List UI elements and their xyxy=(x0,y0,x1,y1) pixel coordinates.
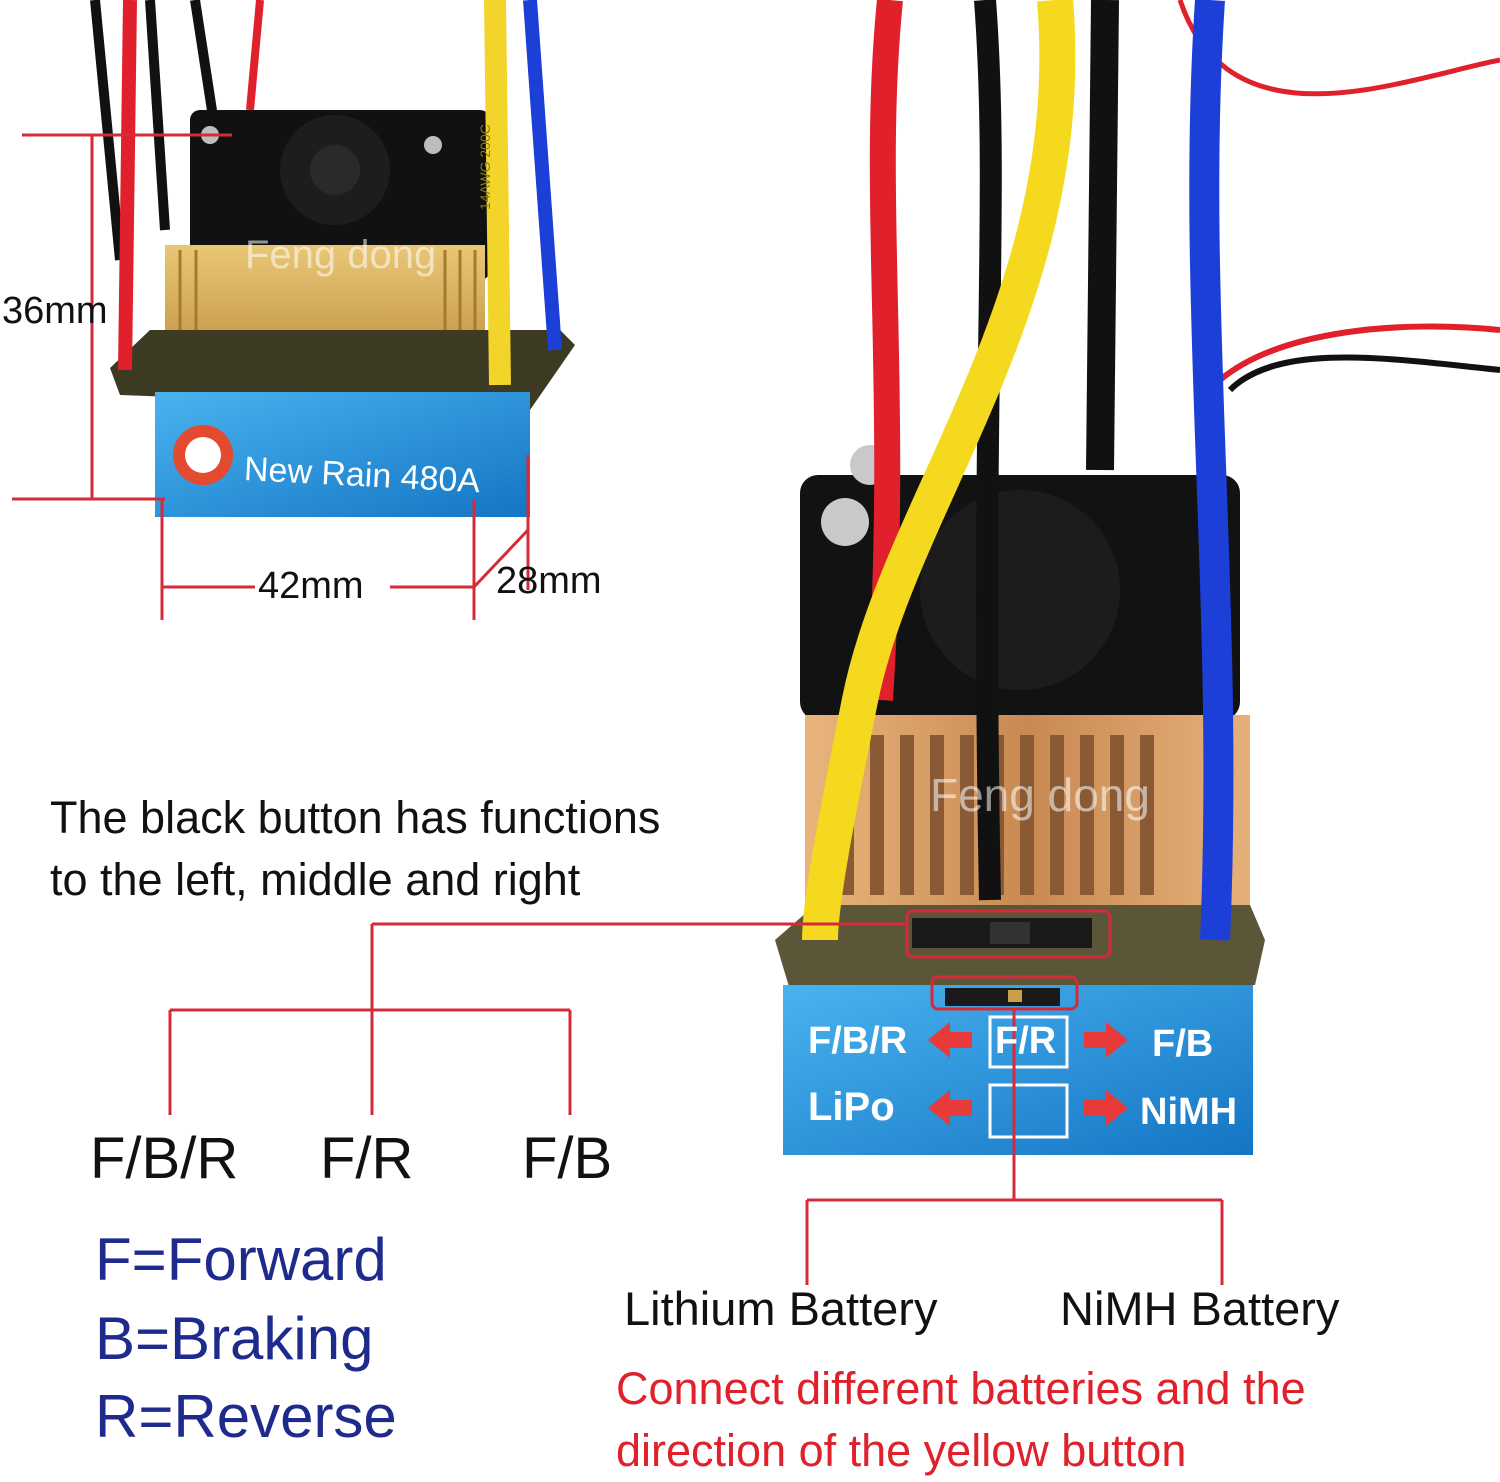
black-button-caption: The black button has functions xyxy=(50,792,661,843)
panel-fbr-label: F/B/R xyxy=(808,1020,908,1062)
width-dimension: 28mm xyxy=(496,560,602,602)
black-button-caption: to the left, middle and right xyxy=(50,854,581,905)
legend-braking: B=Braking xyxy=(95,1305,374,1372)
dimension-lines xyxy=(12,133,530,620)
wire-print: 14AWG 200C xyxy=(477,124,493,210)
panel-fr-label: F/R xyxy=(995,1020,1057,1062)
legend-forward: F=Forward xyxy=(95,1226,387,1293)
height-dimension: 36mm xyxy=(2,290,108,332)
watermark: Feng dong xyxy=(930,769,1150,821)
mode-fb: F/B xyxy=(522,1126,613,1191)
panel-lipo-label: LiPo xyxy=(808,1085,895,1129)
left-esc xyxy=(90,0,575,517)
battery-note: direction of the yellow button xyxy=(616,1425,1187,1476)
legend-reverse: R=Reverse xyxy=(95,1383,397,1450)
battery-note: Connect different batteries and the xyxy=(616,1363,1306,1414)
panel-fb-label: F/B xyxy=(1152,1023,1214,1065)
nimh-battery-label: NiMH Battery xyxy=(1060,1282,1340,1335)
mode-fbr: F/B/R xyxy=(90,1126,239,1191)
mode-fr: F/R xyxy=(320,1126,414,1191)
panel-nimh-label: NiMH xyxy=(1140,1091,1238,1133)
lithium-battery-label: Lithium Battery xyxy=(624,1282,938,1335)
length-dimension: 42mm xyxy=(258,565,364,607)
watermark: Feng dong xyxy=(245,233,437,277)
right-esc xyxy=(775,0,1500,1155)
callout-lines xyxy=(168,909,1224,1285)
